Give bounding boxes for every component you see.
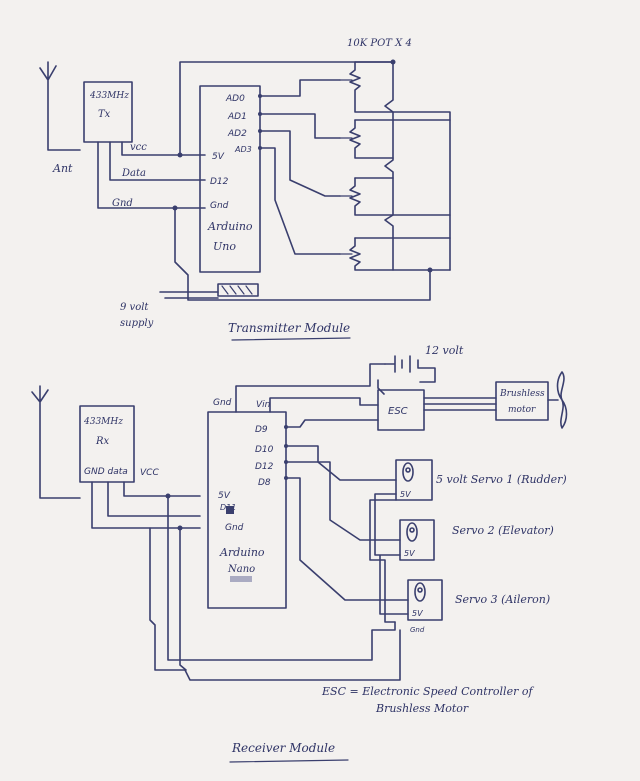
receiver-title: Receiver Module — [231, 741, 335, 755]
uno-pin-d12: D12 — [210, 177, 229, 187]
servo2-5v: 5V — [404, 549, 415, 558]
receiver-section: 433MHz Rx GND data VCC Gnd Vin 5V D11 Gn… — [31, 344, 568, 763]
tx-module-box — [83, 81, 133, 143]
pot-label: 10K POT X 4 — [347, 38, 412, 49]
esc-note-1: ESC = Electronic Speed Controller of — [321, 685, 534, 698]
arduino-nano-box — [207, 411, 287, 609]
uno-name-1: Arduino — [207, 220, 253, 233]
nano-gnd-top-label: Gnd — [213, 398, 232, 408]
rx-module-box — [79, 405, 135, 483]
servo3-gnd: Gnd — [410, 626, 425, 634]
esc-label: ESC — [388, 406, 408, 417]
nano-vin-label: Vin — [256, 400, 271, 410]
scribble-mark — [230, 576, 252, 582]
uno-pin-ad1: AD1 — [227, 112, 247, 122]
battery-icon — [384, 355, 436, 383]
rx-module-label: 433MHz — [83, 417, 123, 427]
servo-3: 5V — [407, 579, 443, 621]
uno-pin-gnd: Gnd — [210, 201, 229, 211]
nano-pin-d10: D10 — [255, 445, 274, 455]
arduino-uno-box — [199, 85, 261, 273]
servo-2: 5V — [399, 519, 435, 561]
pot-2 — [339, 119, 394, 159]
servo3-5v: 5V — [412, 609, 423, 618]
tx-antenna-icon — [39, 61, 81, 151]
motor-label-1: Brushless — [499, 389, 545, 399]
tx-gnd-label: Gnd — [112, 198, 133, 209]
uno-pin-ad2: AD2 — [227, 129, 247, 139]
supply-label-2: supply — [120, 318, 154, 329]
uno-name-2: Uno — [213, 240, 236, 253]
power-jack — [217, 283, 259, 297]
nano-pin-d8: D8 — [258, 478, 271, 488]
nano-name-1: Arduino — [219, 546, 265, 559]
servo3-label: Servo 3 (Aileron) — [455, 593, 550, 606]
nano-pin-d12: D12 — [255, 462, 274, 472]
tx-antenna-label: Ant — [52, 162, 73, 175]
tx-data-label: Data — [121, 168, 146, 179]
uno-pin-ad3: AD3 — [234, 145, 252, 154]
tx-vcc-label: vcc — [130, 142, 147, 153]
transmitter-section: Ant 433MHz Tx vcc Data Gnd AD0 AD1 AD2 A… — [39, 38, 451, 341]
uno-pin-ad0: AD0 — [225, 94, 245, 104]
motor-label-2: motor — [508, 405, 536, 415]
esc-note-2: Brushless Motor — [375, 702, 469, 715]
propeller-icon — [547, 371, 568, 429]
pot-3 — [339, 177, 451, 216]
servo1-label: 5 volt Servo 1 (Rudder) — [436, 473, 567, 486]
rx-antenna-icon — [31, 385, 81, 499]
pot-4 — [339, 237, 451, 271]
uno-pin-5v: 5V — [212, 152, 225, 162]
rx-vcc-label: VCC — [140, 468, 159, 478]
battery-label: 12 volt — [425, 344, 464, 357]
nano-pin-gnd: Gnd — [225, 523, 244, 533]
pot-1 — [339, 61, 451, 271]
transmitter-title: Transmitter Module — [228, 321, 350, 335]
nano-pin-5v: 5V — [218, 491, 231, 501]
nano-pin-d9: D9 — [255, 425, 268, 435]
servo-1: 5V — [395, 459, 433, 501]
brushless-motor-box — [495, 381, 549, 421]
nano-name-2: Nano — [227, 564, 255, 575]
servo1-5v: 5V — [400, 490, 411, 499]
servo2-label: Servo 2 (Elevator) — [452, 524, 554, 537]
tx-module-sub: Tx — [98, 109, 111, 120]
supply-label-1: 9 volt — [120, 302, 149, 313]
tx-module-label: 433MHz — [89, 91, 129, 101]
rx-pins-label: GND data — [84, 467, 128, 477]
rx-module-sub: Rx — [95, 436, 110, 447]
d11-pad — [226, 506, 234, 514]
